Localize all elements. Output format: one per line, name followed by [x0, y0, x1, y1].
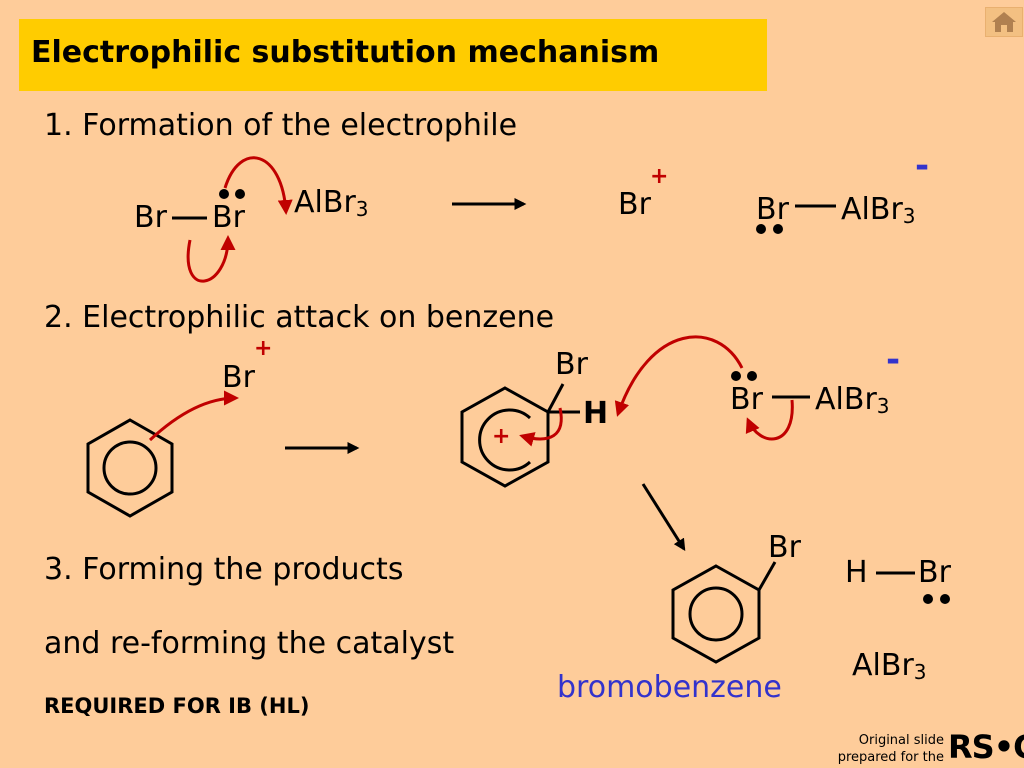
bromine-in-complex: Br — [730, 382, 763, 417]
curly-arrow-lone-pair-to-al — [223, 156, 293, 215]
home-icon — [992, 12, 1016, 32]
bromine-cation: Br — [618, 187, 651, 222]
hydrogen-in-hbr: H — [845, 555, 868, 590]
bromine-on-intermediate: Br — [555, 347, 588, 382]
bromobenzene-delocalised-ring — [688, 586, 744, 642]
aluminium-bromide-catalyst: AlBr3 — [852, 648, 927, 684]
benzene-ring — [86, 418, 174, 518]
curly-arrow-ch-to-ring — [519, 407, 563, 447]
step-1-heading: 1. Formation of the electrophile — [44, 108, 518, 143]
aluminium-bromide-reactant: AlBr3 — [294, 185, 369, 221]
bromine-in-hbr: Br — [918, 555, 951, 590]
page-title: Electrophilic substitution mechanism — [31, 35, 660, 70]
bromine-atom-right: Br — [212, 200, 245, 235]
lone-pair-dot — [923, 594, 933, 604]
lone-pair-dot — [747, 371, 757, 381]
lone-pair-dot — [235, 189, 245, 199]
home-button[interactable] — [985, 7, 1023, 37]
lone-pair-dot — [219, 189, 229, 199]
step-2-heading: 2. Electrophilic attack on benzene — [44, 300, 555, 335]
positive-charge: + — [254, 336, 273, 361]
title-bar: Electrophilic substitution mechanism — [19, 19, 767, 91]
step-3-subheading: and re-forming the catalyst — [44, 626, 455, 661]
lone-pair-dot — [731, 371, 741, 381]
c-br-bond — [546, 383, 565, 413]
benzene-delocalised-ring — [102, 440, 158, 496]
step-3-heading: 3. Forming the products — [44, 552, 404, 587]
bromine-on-bromobenzene: Br — [768, 530, 801, 565]
intermediate-ring — [460, 386, 550, 488]
partial-delocalisation-arc — [478, 408, 532, 472]
aluminium-bromide-complex: AlBr3 — [815, 382, 890, 418]
curly-arrow-pi-to-br — [148, 390, 239, 442]
lone-pair-dot — [756, 224, 766, 234]
curly-arrow-br-attacks-h — [614, 335, 744, 417]
positive-charge: + — [650, 164, 669, 189]
rsc-logo: RS•C — [948, 728, 1024, 766]
bromobenzene-ring — [671, 564, 761, 664]
curly-arrow-bond-to-br — [186, 235, 236, 283]
bromine-in-complex: Br — [756, 192, 789, 227]
requirement-note: REQUIRED FOR IB (HL) — [44, 694, 310, 718]
credit-text: Original slide prepared for the — [837, 733, 944, 765]
bromine-atom-left: Br — [134, 200, 167, 235]
negative-charge: - — [886, 340, 901, 380]
positive-charge-intermediate: + — [492, 424, 511, 449]
c-br-bond — [757, 561, 777, 591]
hydrogen-on-intermediate: H — [583, 396, 609, 431]
curly-arrow-bond-to-br — [745, 399, 794, 441]
bromine-cation-attacking: Br — [222, 360, 255, 395]
lone-pair-dot — [773, 224, 783, 234]
negative-charge: - — [915, 146, 930, 186]
reaction-arrow — [641, 483, 686, 552]
product-name: bromobenzene — [557, 670, 782, 705]
lone-pair-dot — [940, 594, 950, 604]
aluminium-bromide-complex: AlBr3 — [841, 192, 916, 228]
